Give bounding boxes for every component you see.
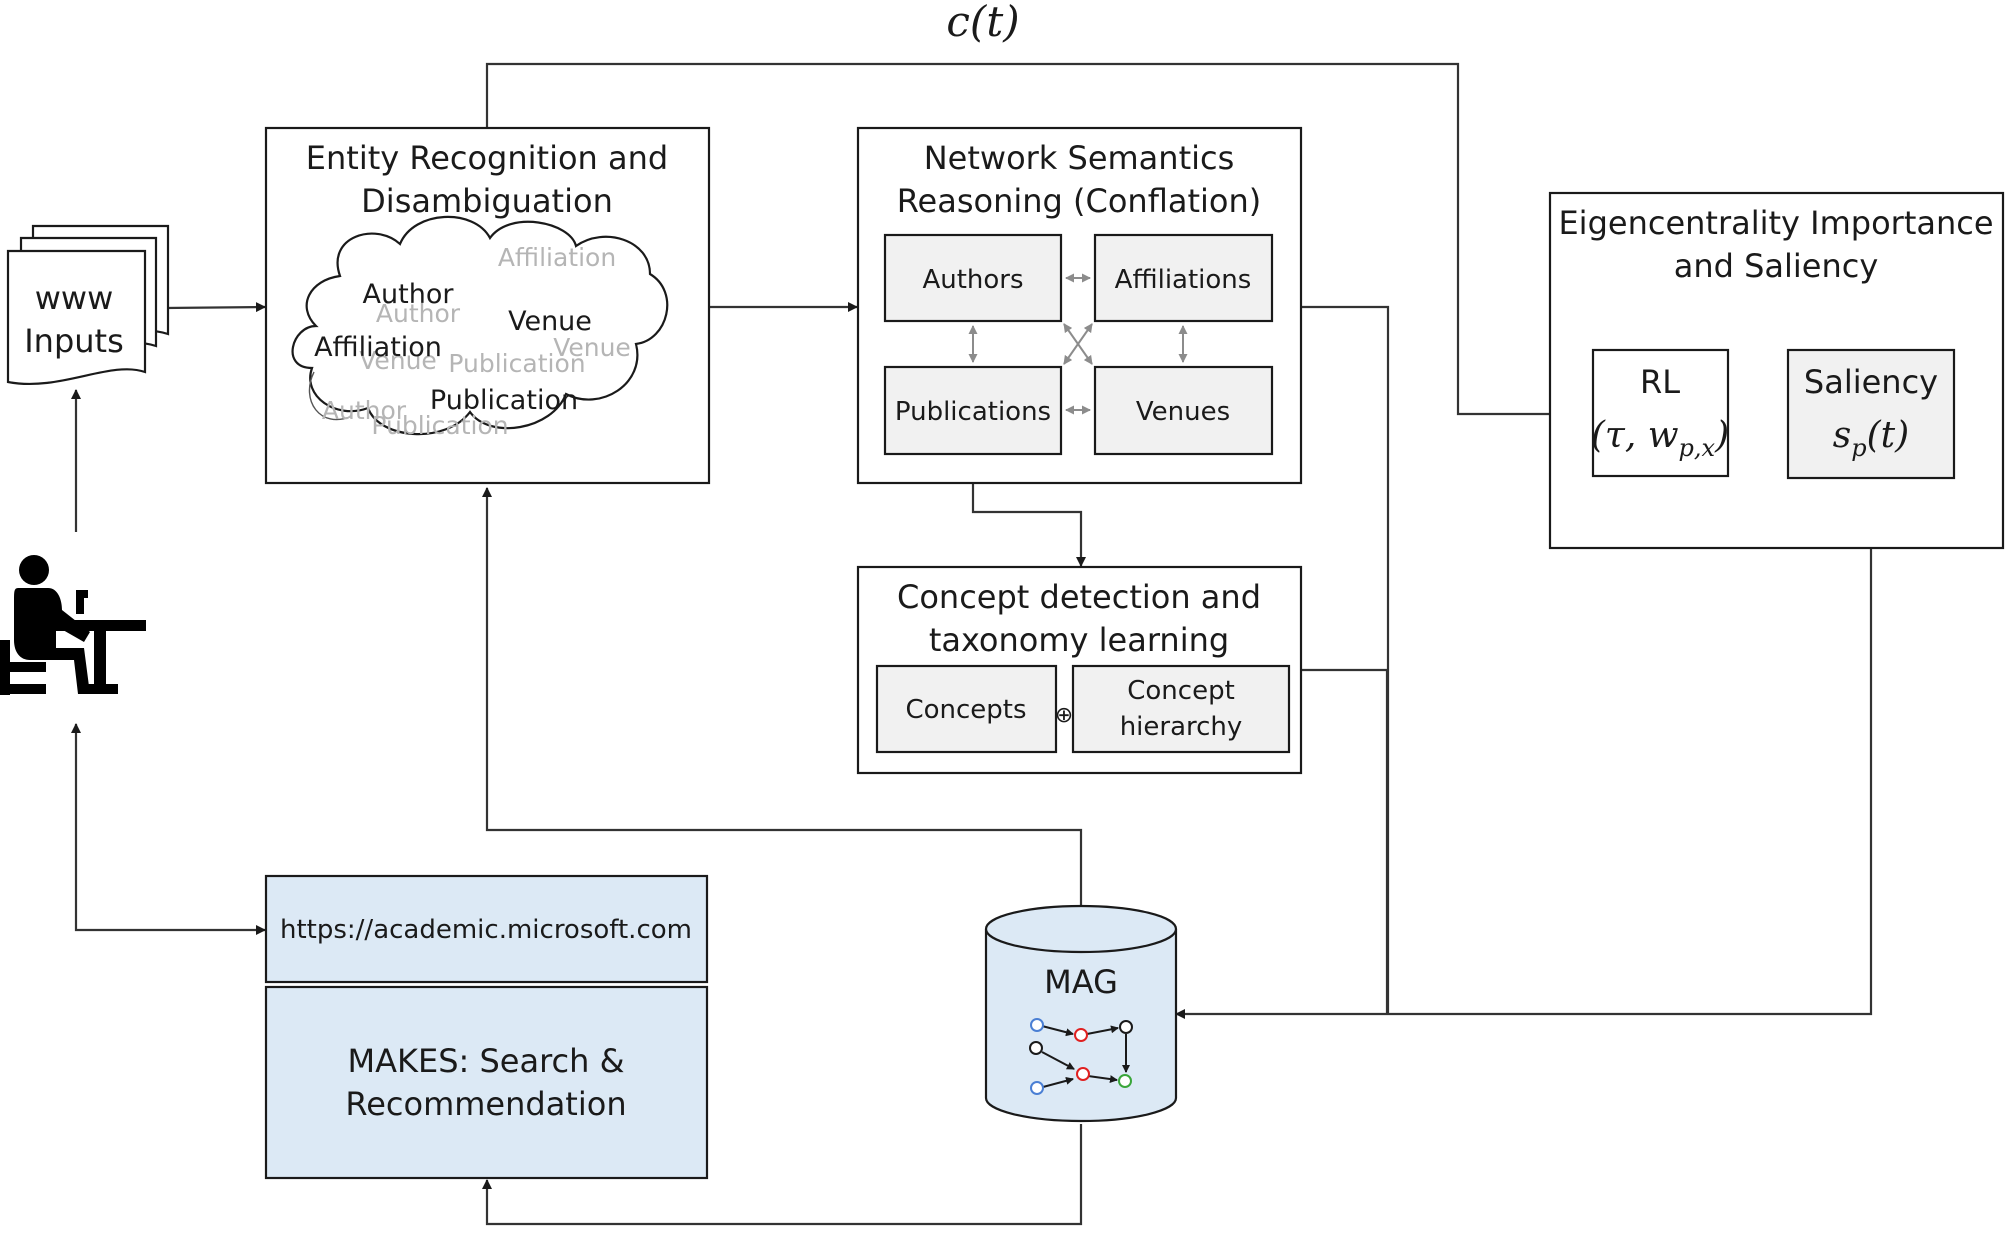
concept-hierarchy-node <box>1071 664 1291 754</box>
ghost-word: Venue <box>553 333 631 362</box>
hierarchy-label-line2: hierarchy <box>1120 712 1243 742</box>
saliency-formula: sp(t) <box>1833 415 1909 462</box>
network-title-line2: Reasoning (Conflation) <box>897 182 1262 220</box>
ct-label: c(t) <box>946 0 1019 46</box>
database-cylinder-icon <box>984 904 1178 1123</box>
venues-node <box>1093 365 1274 456</box>
ghost-word: Author <box>376 299 461 328</box>
website-box[interactable] <box>264 874 709 984</box>
makes-line1: MAKES: Search & <box>347 1042 624 1080</box>
cloud-word-venue: Venue <box>508 306 592 337</box>
saliency-box <box>1786 348 1956 480</box>
ghost-word: Publication <box>448 349 585 378</box>
venues-label: Venues <box>1136 397 1230 427</box>
makes-box <box>264 985 709 1180</box>
ghost-word: Publication <box>371 411 508 440</box>
inputs-line2: Inputs <box>24 322 124 360</box>
rl-label: RL <box>1640 363 1680 401</box>
eigen-title-line1: Eigencentrality Importance <box>1558 204 1993 242</box>
rl-box <box>1591 348 1730 478</box>
affiliations-node <box>1093 233 1274 323</box>
ghost-word: Author <box>322 396 407 425</box>
graph-icon <box>1029 1018 1133 1095</box>
mag-to-makes-arrow <box>482 1124 1083 1226</box>
saliency-label: Saliency <box>1804 363 1938 401</box>
saliency-to-mag-arrow <box>1175 478 1873 1019</box>
concepts-node <box>875 664 1058 754</box>
oplus-operator: ⊕ <box>1055 703 1073 728</box>
entity-title-line2: Disambiguation <box>361 182 613 220</box>
cloud-word-affiliation: Affiliation <box>314 332 442 363</box>
concept-to-mag-line <box>1301 668 1389 1014</box>
hierarchy-label-line1: Concept <box>1127 676 1235 706</box>
cloud-shape <box>291 215 669 436</box>
mag-label: MAG <box>1044 963 1118 1001</box>
ghost-word: Affiliation <box>498 243 616 272</box>
network-title-line1: Network Semantics <box>924 139 1235 177</box>
concept-title-line1: Concept detection and <box>897 578 1261 616</box>
entity-title-line1: Entity Recognition and <box>306 139 668 177</box>
relation-arrows <box>968 273 1188 415</box>
concepts-label: Concepts <box>905 695 1026 725</box>
concept-title-line2: taxonomy learning <box>929 621 1229 659</box>
person-at-desk-icon <box>0 555 146 695</box>
inputs-to-entity-arrow <box>164 302 266 313</box>
authors-node <box>883 233 1063 323</box>
cloud-word-author: Author <box>363 279 455 310</box>
mag-to-entity-arrow <box>482 487 1083 906</box>
affiliations-label: Affiliations <box>1115 265 1252 295</box>
makes-line2: Recommendation <box>345 1085 626 1123</box>
website-url[interactable]: https://academic.microsoft.com <box>280 915 692 945</box>
cloud-word-publication: Publication <box>430 385 578 416</box>
inputs-line1: www <box>35 279 114 317</box>
publications-label: Publications <box>895 397 1051 427</box>
publications-node <box>883 365 1063 456</box>
document-stack-icon <box>6 224 170 386</box>
person-website-arrow <box>71 723 266 935</box>
authors-label: Authors <box>922 265 1023 295</box>
ghost-word: Venue <box>359 346 437 375</box>
eigen-title-line2: and Saliency <box>1674 247 1879 285</box>
ct-connector <box>485 62 1593 419</box>
network-to-mag-line <box>1301 305 1390 1014</box>
